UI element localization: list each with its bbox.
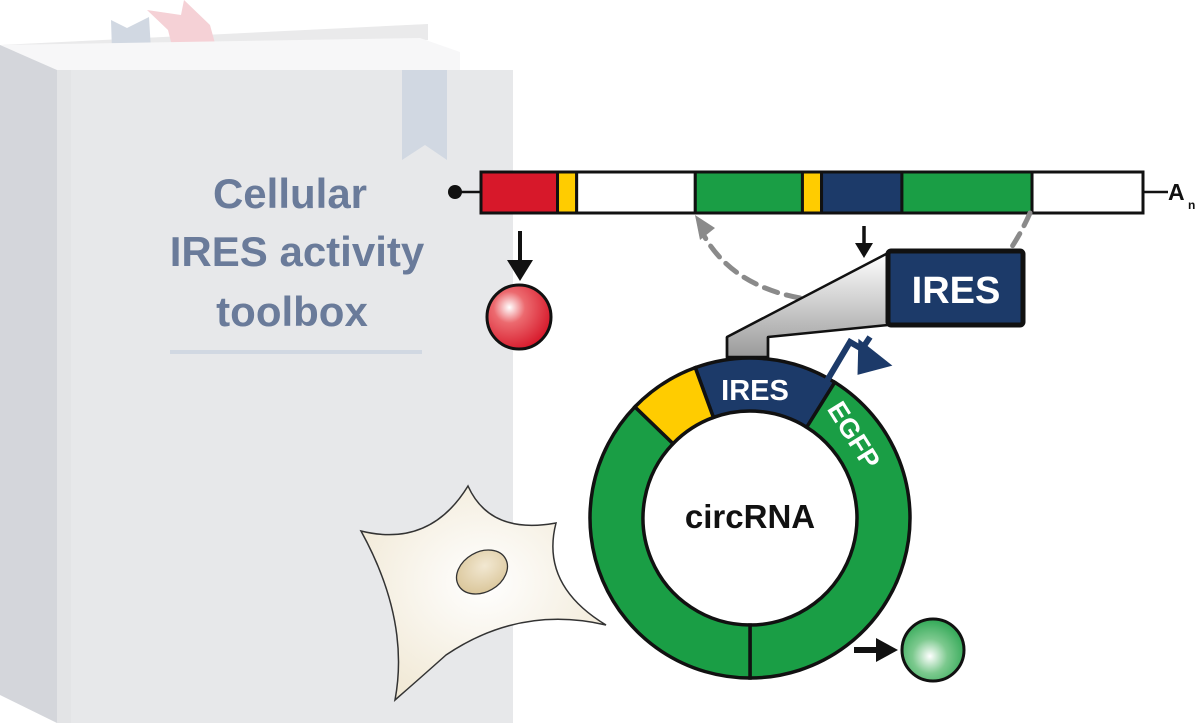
mrna-segment-utr-white-3prime xyxy=(1030,170,1145,215)
book-cover-edge xyxy=(57,70,71,723)
cell-illustration xyxy=(359,484,607,702)
mrna-segment-yellow-linker xyxy=(556,170,579,215)
translation-arrow-red xyxy=(507,231,533,281)
translation-start-arrow xyxy=(822,335,893,386)
mrna-segment-utr-white xyxy=(575,170,697,215)
book-spine xyxy=(0,45,57,723)
translation-arrow-green xyxy=(854,638,898,662)
green-protein xyxy=(900,617,966,683)
mrna-segment-green-egfp-3prime xyxy=(693,170,804,215)
book-title-underline xyxy=(170,350,422,354)
circrna-yellow-segment xyxy=(632,365,716,447)
linear-mrna: A n xyxy=(448,170,1195,215)
book-title-line-3: toolbox xyxy=(216,288,368,335)
book-top-edge xyxy=(0,38,460,70)
zoomed-ires-label: IRES xyxy=(912,270,1001,312)
backsplice-arrowhead xyxy=(695,215,715,240)
circrna-center-label: circRNA xyxy=(685,498,815,535)
circrna-egfp-segment xyxy=(748,379,912,680)
bookmark-blue-tab xyxy=(111,17,151,51)
mrna-segment-red-orf xyxy=(479,170,560,215)
ribbon-bookmark xyxy=(380,58,447,160)
mrna-segments xyxy=(479,170,1145,215)
mrna-segment-green-egfp-5prime xyxy=(900,170,1034,215)
mrna-segment-ires-blue xyxy=(820,170,904,215)
circrna-ires-label: IRES xyxy=(721,375,789,407)
backsplice-dashed-curve xyxy=(699,229,803,301)
cell-nucleus xyxy=(455,549,509,595)
book-title-line-1: Cellular xyxy=(213,170,367,217)
poly-a-subscript: n xyxy=(1188,198,1195,212)
mrna-segment-yellow-linker-2 xyxy=(800,170,824,215)
zoomed-ires-box xyxy=(885,248,1026,328)
ires-pointer-arrow xyxy=(855,226,873,258)
five-prime-cap xyxy=(448,185,462,199)
red-protein xyxy=(485,283,553,351)
circrna-green-segment xyxy=(588,404,752,680)
poly-a-label: A xyxy=(1168,179,1185,205)
circrna xyxy=(588,356,912,680)
book-title-line-2: IRES activity xyxy=(170,228,425,275)
